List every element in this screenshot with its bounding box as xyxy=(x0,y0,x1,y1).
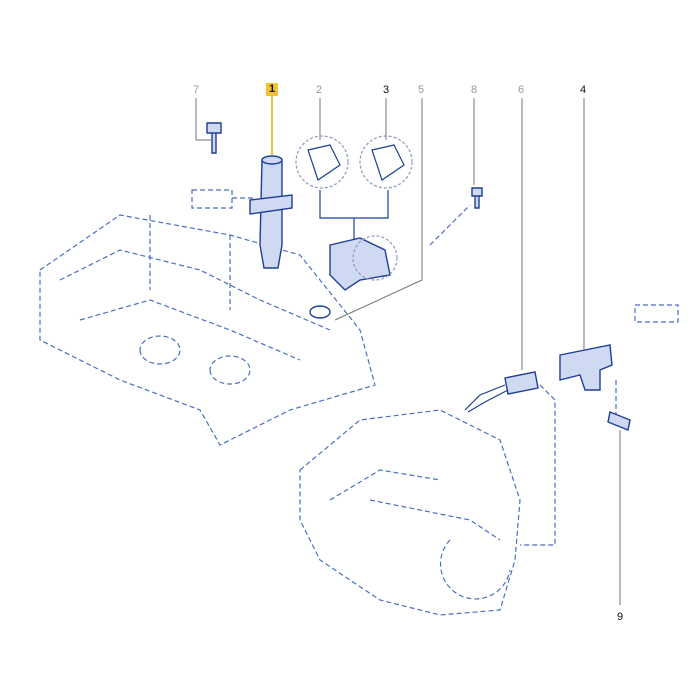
part-1-sensor xyxy=(259,159,283,269)
detail-circle-3 xyxy=(359,135,413,189)
wire-harness xyxy=(464,384,509,413)
part-9-bolt xyxy=(607,411,631,431)
callout-4[interactable]: 4 xyxy=(579,84,587,96)
part-6-connector xyxy=(504,371,539,395)
part-4-sensor xyxy=(559,344,613,391)
cylinder-head-detail xyxy=(59,215,331,385)
connector-dashed-box-2 xyxy=(634,304,679,323)
callout-7[interactable]: 7 xyxy=(192,84,200,96)
part-5-oring xyxy=(309,305,331,319)
callout-1[interactable]: 1 xyxy=(265,83,279,96)
callout-9[interactable]: 9 xyxy=(616,611,624,623)
part-7-bolt xyxy=(206,122,222,154)
connector-dashed-box-1 xyxy=(191,189,233,209)
callout-6[interactable]: 6 xyxy=(517,84,525,96)
callout-3[interactable]: 3 xyxy=(382,84,390,96)
gearbox-detail xyxy=(329,469,511,600)
gearbox-outline xyxy=(299,409,521,616)
cylinder-head-outline xyxy=(39,214,376,446)
callout-8[interactable]: 8 xyxy=(470,84,478,96)
callout-2[interactable]: 2 xyxy=(315,84,323,96)
callout-5[interactable]: 5 xyxy=(417,84,425,96)
detail-circle-5 xyxy=(352,235,398,281)
part-1-bracket xyxy=(249,194,293,215)
detail-circle-2 xyxy=(295,135,349,189)
part-5-sensor xyxy=(329,237,391,291)
part-8-bolt xyxy=(471,187,483,209)
